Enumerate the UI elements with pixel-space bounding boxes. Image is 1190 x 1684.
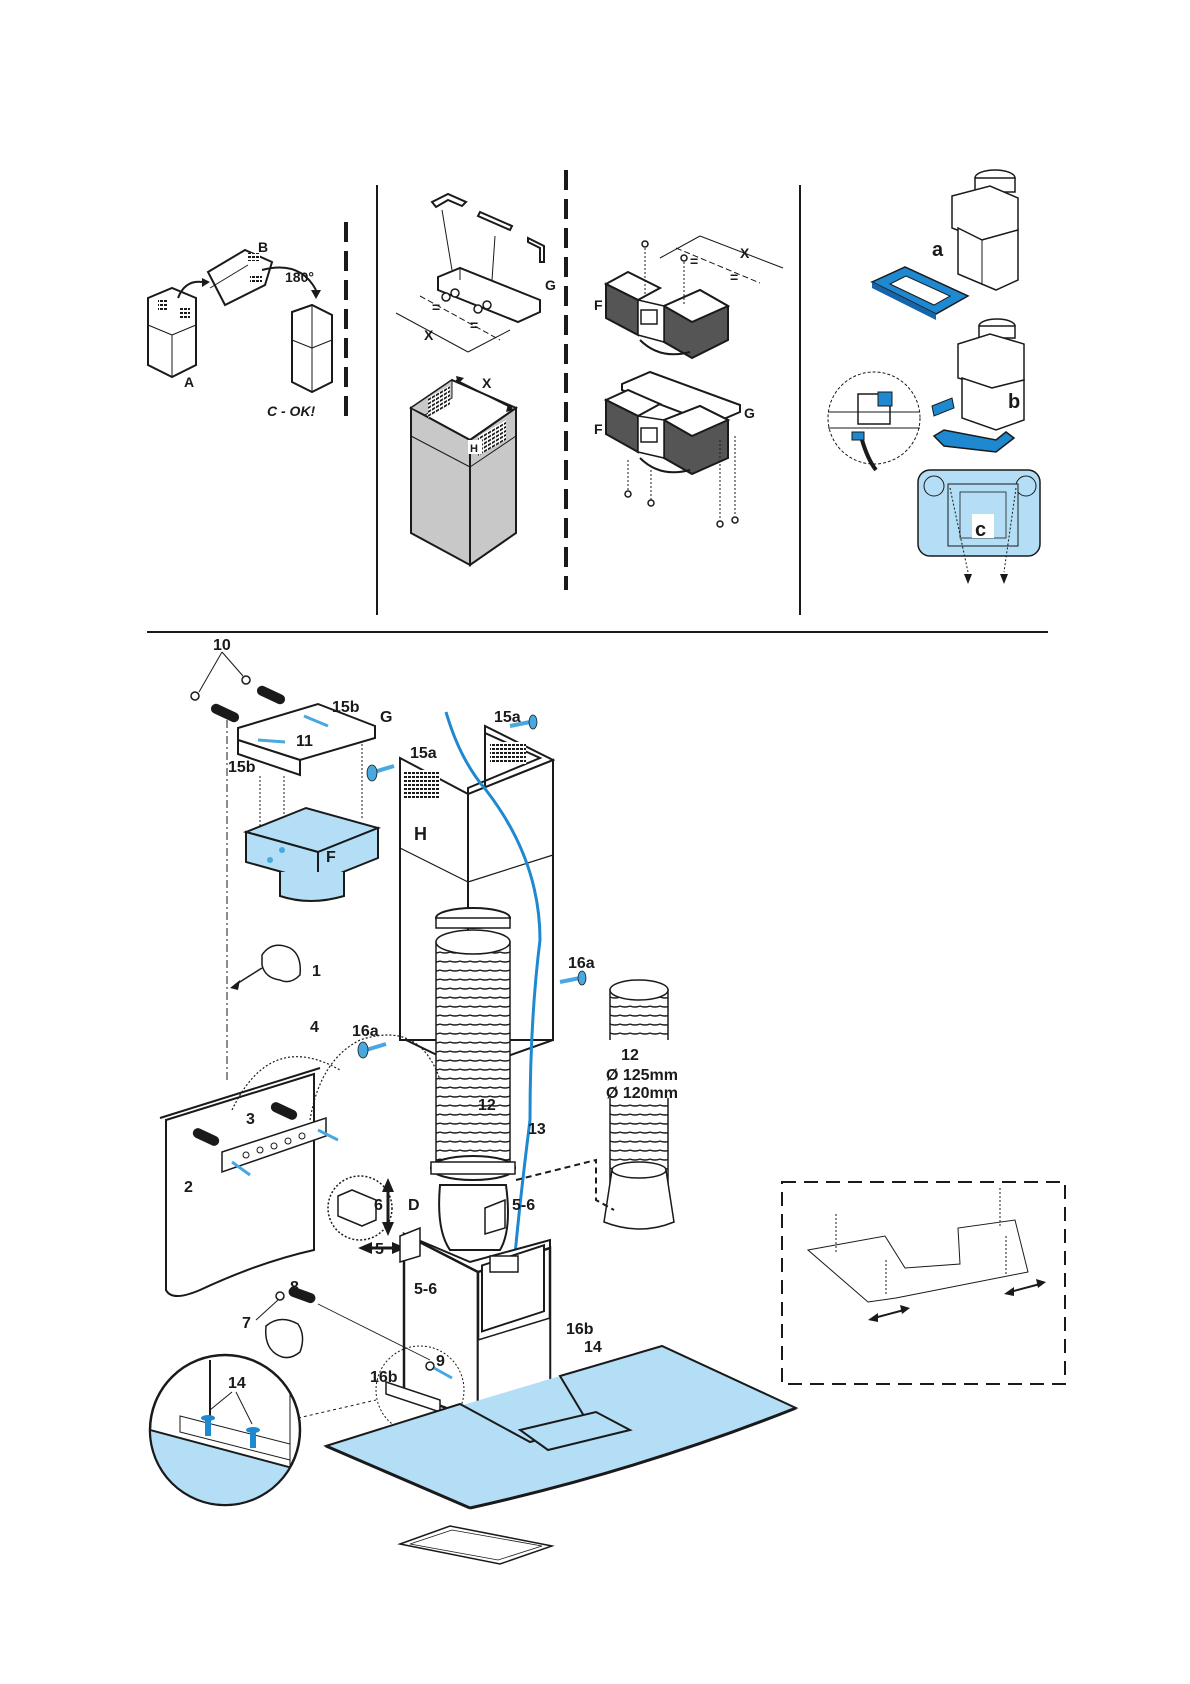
dimension-x-filter [659,235,784,284]
label-15b-left: 15b [228,759,256,776]
label-2: 2 [184,1179,193,1196]
label-x-box: X [482,375,492,391]
duct-hose-12-center [430,907,516,1251]
panel-filter-mount: = = X F F G [594,235,784,528]
glass-canopy [323,1344,799,1510]
label-eq-1-filter: = [690,253,698,269]
filter-f-with-bracket [603,370,741,528]
label-15a-right: 15a [494,709,521,726]
label-a-frame: a [932,239,944,261]
detail-circle-d [327,1175,406,1254]
label-12-center: 12 [478,1097,496,1114]
label-4: 4 [310,1019,319,1036]
detail-connector-circle [827,371,921,472]
hand-marking-icon-7 [255,1299,304,1359]
label-eq-2-filter: = [730,269,738,285]
label-16a-left: 16a [352,1023,379,1040]
panel-dividers [147,170,1048,633]
label-h-main: H [414,824,427,844]
panel-bracket-measure: = = X G X H [395,192,556,567]
hand-marking-icon-1 [230,944,302,990]
bracket-g-main [237,702,376,777]
label-1: 1 [312,963,321,980]
bracket-g [437,266,541,324]
label-7: 7 [242,1315,251,1332]
detail-circle-14 [148,1353,377,1507]
label-5-6-right: 5-6 [512,1197,535,1214]
label-diameter-120: Ø 120mm [606,1085,678,1102]
label-g: G [545,277,556,293]
wall-plug-8 [275,1286,431,1361]
adjust-arrow-left [868,1305,910,1322]
wall-plugs-10 [190,651,286,723]
motor-unit-top [951,169,1019,291]
label-diameter-125: Ø 125mm [606,1067,678,1084]
label-15a-left: 15a [410,745,437,762]
panel-chimney-rotation: A B 180° C - OK! [147,239,333,419]
label-c-frame: c [975,519,986,541]
label-a: A [184,374,194,390]
bracket-parts-exploded [430,192,545,281]
grease-filter [397,1525,555,1565]
label-f-bottom: F [594,421,603,437]
label-c-ok: C - OK! [267,403,316,419]
label-eq-2: = [470,317,478,333]
label-3: 3 [246,1111,255,1128]
label-d: D [408,1197,420,1214]
arrow-a-to-b [177,280,203,299]
main-assembly: 10 15b G 11 15b F [148,637,799,1565]
label-g-main: G [380,709,392,726]
label-9: 9 [436,1353,445,1370]
frame-b-blue [931,397,1016,453]
filter-f-top [603,240,731,360]
adjust-arrow-right [1004,1279,1046,1296]
label-5: 5 [375,1241,384,1258]
frame-a-blue [870,266,970,320]
label-8: 8 [290,1279,299,1296]
label-16a-right: 16a [568,955,595,972]
chimney-part-a [147,286,197,379]
label-11: 11 [296,733,313,750]
label-10: 10 [213,637,231,654]
label-f-main: F [326,849,336,866]
label-eq-1: = [432,299,440,315]
label-16b-left: 16b [370,1369,398,1386]
duct-hose-12-side [515,979,680,1230]
power-cable-13 [444,711,542,1256]
label-f-top: F [594,297,603,313]
arrow-rotate-180 [261,266,317,291]
label-x-top: X [424,327,434,343]
screw-15a-left-icon [366,764,395,782]
label-h-box: H [470,443,478,455]
chimney-part-c [291,303,333,394]
wall-bracket [159,1034,441,1297]
label-14-right: 14 [584,1339,602,1356]
label-16b-right: 16b [566,1321,594,1338]
screw-16a-left-icon [357,1041,387,1059]
filter-box-f [242,806,382,902]
screw-16a-right-icon [559,970,587,986]
label-rotation: 180° [285,269,314,285]
inset-glass-adjustment [781,1181,1066,1385]
label-b-frame: b [1008,391,1020,413]
dimension-x-top [395,295,511,353]
label-5-6-bottom: 5-6 [414,1281,437,1298]
hood-body-c [917,469,1041,584]
chimney-part-b [206,248,274,307]
label-6: 6 [374,1197,383,1214]
label-14-detail: 14 [228,1375,246,1392]
screw-15a-right-icon [509,714,538,730]
chimney-box-h [409,376,519,567]
motor-unit-bottom [957,318,1025,431]
panel-motor-frames: a b [827,169,1041,584]
label-x-filter: X [740,245,750,261]
label-15b-top: 15b [332,699,360,716]
label-g-filter: G [744,405,755,421]
label-13: 13 [528,1121,546,1138]
label-12-side: 12 [621,1047,639,1064]
label-b: B [258,239,268,255]
